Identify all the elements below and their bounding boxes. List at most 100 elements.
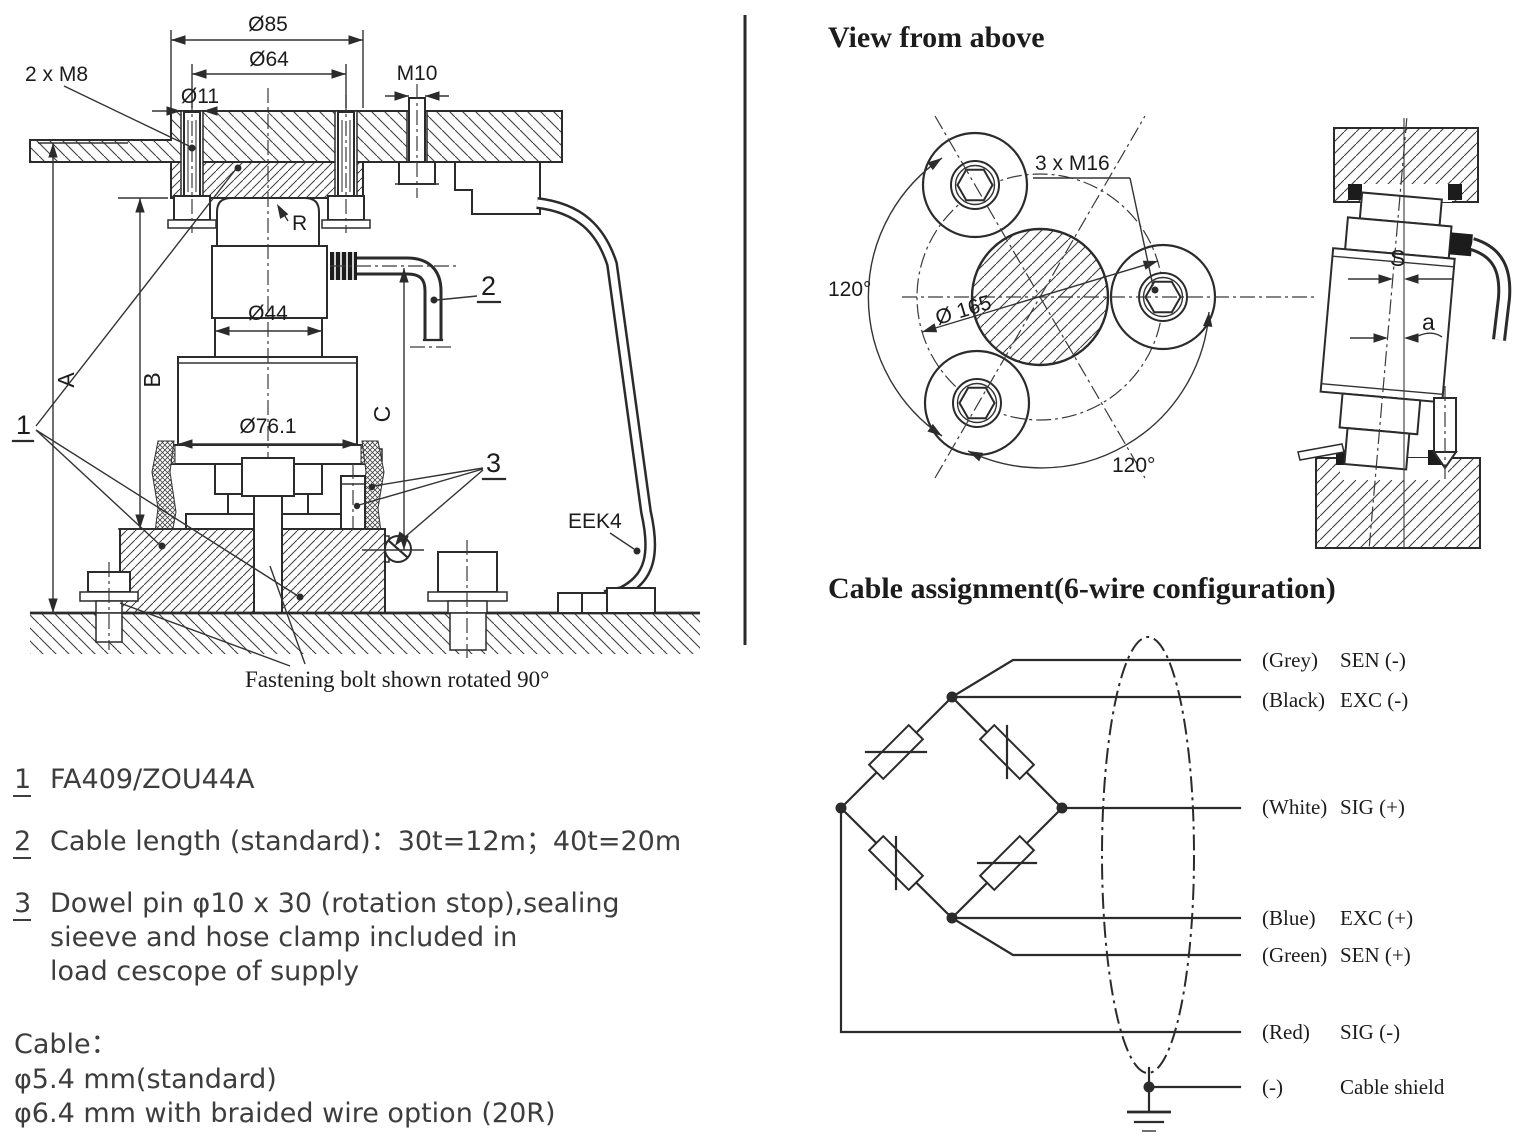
note-text-2: Cable length (standard)：30t=12m；40t=20m — [50, 826, 681, 857]
dim-label-d11: Ø11 — [181, 85, 219, 108]
note-text-3a: Dowel pin φ10 x 30 (rotation stop),seali… — [50, 888, 620, 919]
dim-label-d64: Ø64 — [249, 48, 289, 71]
dim-label-m10: M10 — [397, 62, 438, 85]
note-item-3: 3 Dowel pin φ10 x 30 (rotation stop),sea… — [13, 888, 620, 987]
side-cable — [1469, 237, 1512, 341]
dim-label-s: S — [1390, 245, 1405, 271]
wire-color-6: (-) — [1262, 1075, 1283, 1099]
note-num-2: 2 — [14, 826, 31, 857]
dimension-a: A — [38, 142, 128, 613]
angle-label-bottom: 120° — [1112, 454, 1155, 477]
dim-label-c: C — [369, 406, 395, 423]
dimension-d85: Ø85 — [170, 13, 364, 108]
angle-label-left: 120° — [828, 278, 871, 301]
wire-color-3: (Blue) — [1262, 906, 1316, 930]
note-cable: Cable： φ5.4 mm(standard) φ6.4 mm with br… — [14, 1029, 556, 1129]
m10-stud — [395, 84, 439, 198]
eek4-clamp — [557, 587, 656, 614]
note-cable-option1: φ5.4 mm(standard) — [14, 1064, 277, 1095]
bridge-wires — [839, 658, 1242, 1034]
label-r: R — [272, 201, 307, 235]
wire-color-2: (White) — [1262, 795, 1327, 819]
wire-color-1: (Black) — [1262, 688, 1325, 712]
dim-label-d761: Ø76.1 — [239, 415, 296, 438]
note-text-1: FA409/ZOU44A — [50, 764, 255, 795]
dim-label-m8: 2 x M8 — [25, 63, 88, 86]
angle-arc-bottom: 120° — [966, 311, 1214, 477]
angle-arc-left: 120° — [828, 154, 945, 440]
note-num-3: 3 — [14, 888, 31, 919]
dim-label-d44: Ø44 — [248, 302, 288, 325]
dimension-c: C — [362, 268, 424, 551]
dimension-b: B — [118, 197, 184, 530]
dim-label-r: R — [292, 212, 307, 235]
cable-bracket — [454, 161, 541, 215]
svg-text:2: 2 — [481, 271, 496, 301]
dimension-s: S — [1348, 245, 1452, 284]
floor-plate — [30, 611, 700, 654]
wire-signal-2: SIG (+) — [1340, 795, 1405, 819]
washer-top-left — [921, 131, 1029, 239]
load-cell — [165, 88, 383, 648]
dimension-d11: Ø11 — [152, 85, 230, 116]
cable-assignment: Cable assignment(6-wire configuration) — [828, 572, 1445, 1132]
wire-color-0: (Grey) — [1262, 648, 1318, 672]
wheatstone-bridge — [835, 691, 1068, 924]
view-from-above: View from above Ø 165 — [828, 21, 1318, 479]
cable-sheath-ellipse — [1101, 636, 1195, 1074]
wire-signal-4: SEN (+) — [1340, 943, 1411, 967]
label-2xm8: 2 x M8 — [25, 63, 196, 152]
label-3xm16: 3 x M16 — [1033, 152, 1159, 294]
cable-run — [536, 197, 657, 602]
svg-text:Fastening bolt shown rotated 9: Fastening bolt shown rotated 90° — [245, 667, 549, 692]
note-text-3b: sieeve and hose clamp included in — [50, 922, 517, 953]
callout-3: 3 — [353, 448, 507, 549]
wire-color-5: (Red) — [1262, 1020, 1310, 1044]
side-bottom-block — [1297, 443, 1481, 549]
wire-signal-5: SIG (-) — [1340, 1020, 1400, 1044]
dimension-d44: Ø44 — [215, 302, 322, 336]
cable-connector — [330, 252, 460, 348]
section-view: Ø85 Ø64 Ø11 M10 2 x M8 R — [11, 13, 700, 692]
dim-label-angle-a: a — [1422, 309, 1435, 335]
side-load-cell — [1319, 118, 1473, 547]
side-dowel-pin — [1432, 386, 1458, 480]
dimension-d761: Ø76.1 — [178, 415, 357, 449]
m8-bolt-left — [167, 95, 217, 233]
note-num-1: 1 — [14, 764, 31, 795]
note-cable-option2: φ6.4 mm with braided wire option (20R) — [14, 1098, 556, 1129]
dim-label-a: A — [53, 372, 79, 388]
anchor-bolt-right — [427, 540, 508, 658]
svg-text:1: 1 — [16, 410, 31, 440]
callout-eek4: EEK4 — [568, 510, 641, 555]
svg-text:3: 3 — [486, 448, 501, 478]
cable-shield-ground — [1127, 1066, 1242, 1132]
note-text-3c: load cescope of supply — [50, 956, 359, 987]
bolt-head-bottom-left — [952, 378, 1002, 428]
dim-label-d85: Ø85 — [248, 13, 288, 36]
cable-assignment-title: Cable assignment(6-wire configuration) — [828, 572, 1336, 605]
side-top-block — [1333, 127, 1479, 203]
floor-bolt-left — [79, 562, 139, 650]
dimension-angle-a: a — [1350, 309, 1443, 343]
caption-fastening: Fastening bolt shown rotated 90° — [119, 565, 549, 692]
callout-1: 1 — [11, 164, 304, 601]
wire-signal-6: Cable shield — [1340, 1075, 1445, 1099]
svg-text:3 x M16: 3 x M16 — [1035, 152, 1110, 175]
note-item-1: 1 FA409/ZOU44A — [13, 764, 255, 797]
callout-2: 2 — [430, 271, 502, 304]
m8-bolt-right — [321, 95, 371, 233]
dim-label-b: B — [139, 372, 165, 387]
side-deflection-view: S a — [1297, 118, 1512, 549]
notes-list: 1 FA409/ZOU44A 2 Cable length (standard)… — [13, 764, 681, 1129]
wire-signal-3: EXC (+) — [1340, 906, 1413, 930]
wire-signal-1: EXC (-) — [1340, 688, 1408, 712]
pedestal — [119, 528, 386, 614]
svg-text:EEK4: EEK4 — [568, 510, 622, 533]
note-cable-heading: Cable： — [14, 1029, 118, 1060]
wire-color-4: (Green) — [1262, 943, 1327, 967]
view-from-above-title: View from above — [828, 21, 1045, 54]
dimension-d64: Ø64 — [191, 48, 347, 108]
